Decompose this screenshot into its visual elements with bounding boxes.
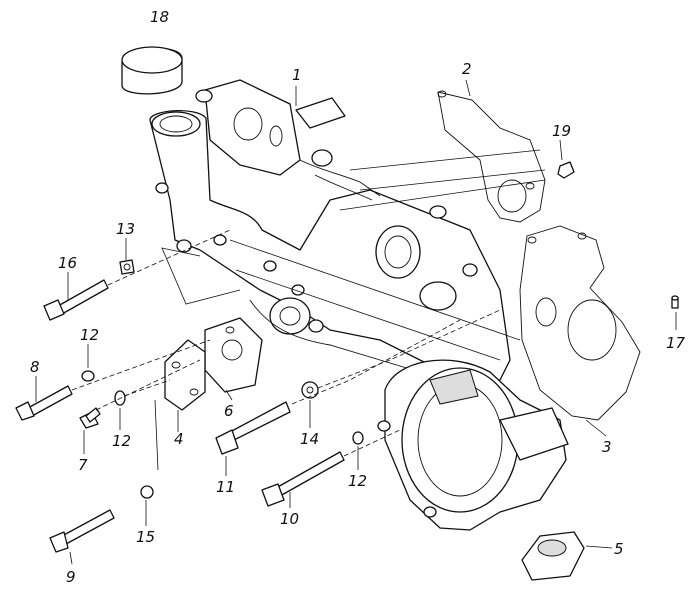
part-5-cap: [521, 531, 585, 581]
part-12c-washer: [352, 431, 364, 445]
callout-3: 3: [602, 438, 612, 456]
callout-12-c: 12: [348, 472, 367, 490]
part-3-gasket: [519, 225, 641, 421]
callout-16: 16: [58, 254, 77, 272]
callout-12-b: 12: [112, 432, 131, 450]
part-6-gasket: [204, 317, 263, 393]
callout-9: 9: [66, 568, 76, 586]
part-15-washer: [140, 485, 154, 499]
callout-2: 2: [462, 60, 472, 78]
callout-5: 5: [614, 540, 624, 558]
flywheel-housing: [377, 359, 569, 531]
callout-17: 17: [666, 334, 686, 352]
part-10-bolt: [261, 451, 345, 507]
callout-13: 13: [116, 220, 135, 238]
part-7-bolt: [79, 407, 101, 429]
part-8-bolt: [15, 385, 73, 421]
part-1-housing: [149, 79, 511, 381]
part-14-washer: [301, 381, 319, 399]
part-11-bolt: [215, 401, 291, 455]
callout-6: 6: [224, 402, 234, 420]
callout-18: 18: [150, 8, 169, 26]
part-17-pin: [671, 295, 679, 309]
callout-11: 11: [216, 478, 235, 496]
part-13-nut: [119, 259, 135, 275]
assembly-lines: [71, 149, 546, 471]
callout-15: 15: [136, 528, 155, 546]
part-19-nut: [557, 161, 575, 179]
part-16-bolt: [43, 279, 109, 321]
callout-14: 14: [300, 430, 319, 448]
part-12a-washer: [81, 370, 95, 382]
part-12b-washer: [114, 390, 126, 406]
part-18-cap: [121, 46, 183, 95]
callout-12-a: 12: [80, 326, 99, 344]
callout-1: 1: [292, 66, 302, 84]
callout-10: 10: [280, 510, 299, 528]
leader-lines: [35, 79, 677, 565]
part-9-bolt: [49, 509, 115, 553]
callout-8: 8: [30, 358, 40, 376]
callout-19: 19: [552, 122, 571, 140]
callout-4: 4: [174, 430, 184, 448]
callout-labels: 1 2 3 4 5 6 7 8 9 10 11 12 12 12 13 14 1…: [30, 8, 686, 586]
part-4-cover-plate: [164, 339, 206, 411]
part-2-gasket: [437, 90, 546, 223]
callout-7: 7: [78, 456, 88, 474]
